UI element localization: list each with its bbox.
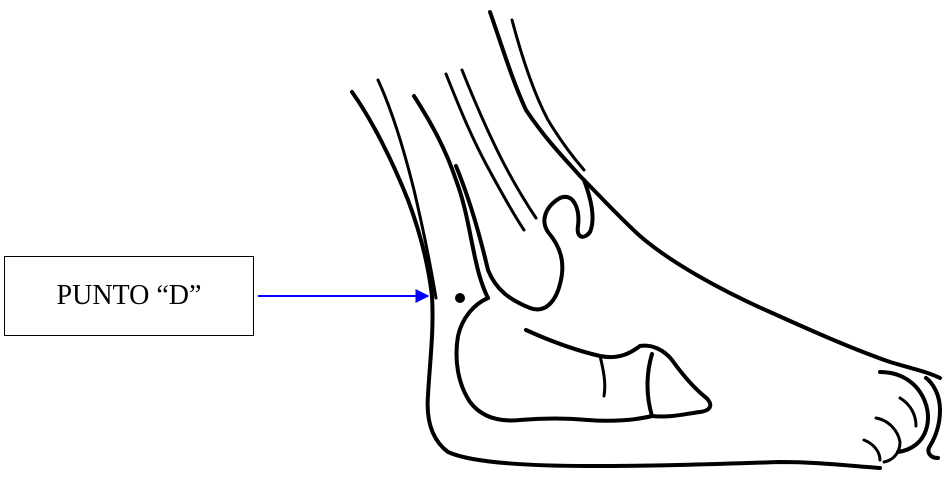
- calcaneus-outline: [457, 298, 653, 421]
- fibula-line: [414, 96, 488, 298]
- point-d-label: PUNTO “D”: [57, 280, 202, 312]
- point-d-label-box: PUNTO “D”: [4, 256, 254, 336]
- toe-outline-4: [864, 440, 880, 460]
- point-d-marker: [455, 293, 465, 303]
- fibula-inner-line: [446, 74, 524, 230]
- tibia-inner-line: [512, 20, 584, 170]
- navicular-outline: [526, 330, 710, 417]
- toe-outline-2: [900, 398, 916, 426]
- cuboid-line: [600, 356, 605, 396]
- toe-outline-1: [880, 372, 928, 452]
- leg-back-outline: [352, 92, 880, 468]
- talus-outline: [456, 166, 592, 309]
- fibula-inner-line-2: [462, 70, 536, 218]
- tibia-front-line: [490, 12, 940, 378]
